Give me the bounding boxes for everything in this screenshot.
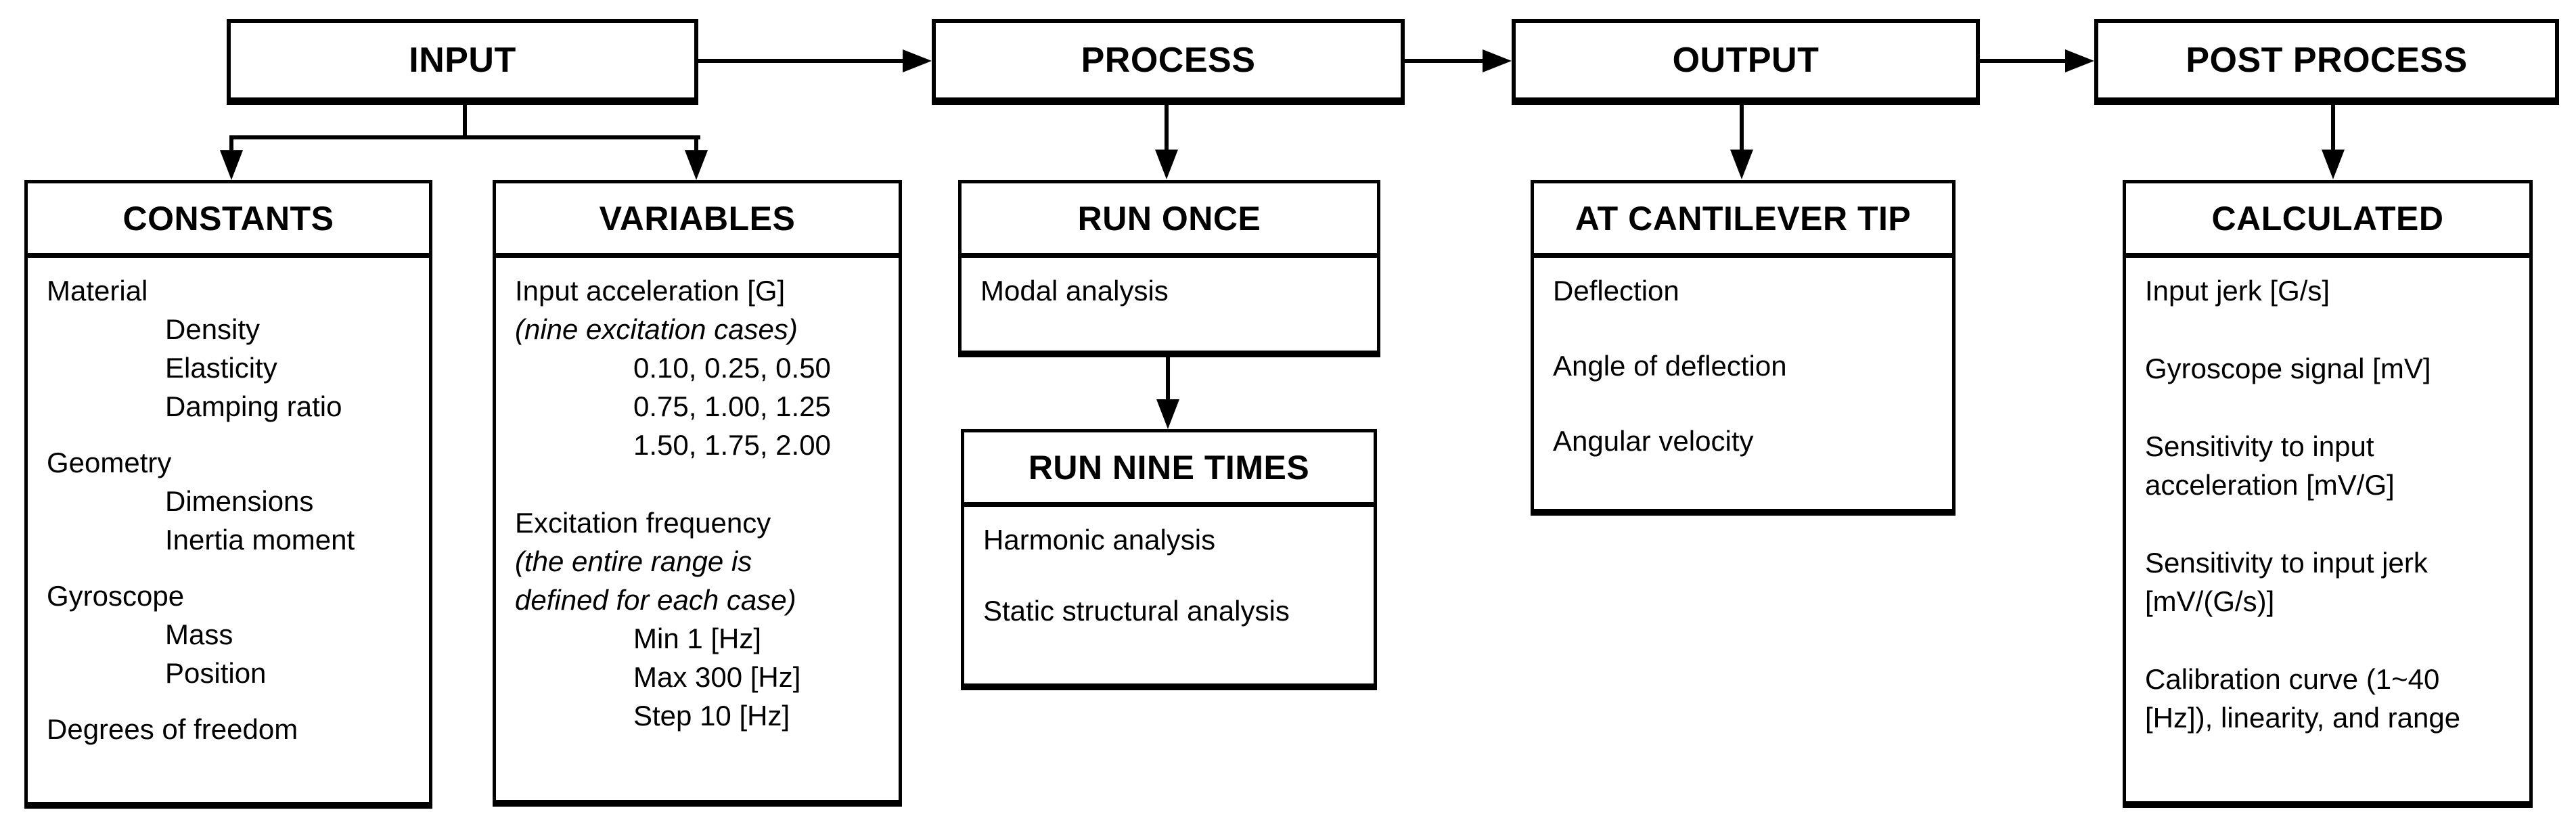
list-item: Sensitivity to input acceleration [mV/G] xyxy=(2145,430,2395,501)
group-heading: Gyroscope xyxy=(47,580,185,612)
list-item: Harmonic analysis xyxy=(983,524,1216,556)
list-item: Damping ratio xyxy=(165,390,342,422)
calculated-title: CALCULATED xyxy=(2126,183,2529,258)
post-process-stage-label: POST PROCESS xyxy=(2186,41,2468,80)
cantilever-tip-body: Deflection Angle of deflection Angular v… xyxy=(1534,258,1952,460)
constants-title: CONSTANTS xyxy=(28,183,429,258)
connector-line-post-down xyxy=(2331,105,2335,151)
list-item: Angular velocity xyxy=(1553,425,1754,457)
arrowhead-right-icon xyxy=(1483,49,1512,72)
arrowhead-down-icon xyxy=(1156,399,1179,429)
connector-line-output-post xyxy=(1980,59,2067,63)
list-item: Static structural analysis xyxy=(983,595,1290,627)
constants-group-geometry: Geometry Dimensions Inertia moment xyxy=(47,443,411,559)
list-item: Input jerk [G/s] xyxy=(2145,275,2330,307)
connector-line-process-down xyxy=(1165,105,1169,151)
acceleration-values: 0.10, 0.25, 0.50 0.75, 1.00, 1.25 1.50, … xyxy=(515,349,881,464)
arrowhead-right-icon xyxy=(903,49,932,72)
arrowhead-down-icon xyxy=(685,150,708,180)
constants-body: Material Density Elasticity Damping rati… xyxy=(28,258,429,748)
list-item: Inertia moment xyxy=(165,524,355,556)
acceleration-note: (nine excitation cases) xyxy=(515,313,798,345)
run-once-body: Modal analysis xyxy=(962,258,1377,310)
list-item: Position xyxy=(165,657,267,689)
list-item: Mass xyxy=(165,619,233,650)
variables-box: VARIABLES Input acceleration [G] (nine e… xyxy=(493,180,902,807)
process-stage-box: PROCESS xyxy=(932,19,1405,105)
connector-line-to-variables xyxy=(694,135,698,152)
frequency-note: (the entire range is xyxy=(515,545,752,577)
variables-body: Input acceleration [G] (nine excitation … xyxy=(496,258,899,735)
list-item: Max 300 [Hz] xyxy=(633,661,801,693)
frequency-values: Min 1 [Hz] Max 300 [Hz] Step 10 [Hz] xyxy=(515,619,881,735)
connector-line-to-constants xyxy=(229,135,233,152)
frequency-note: defined for each case) xyxy=(515,584,796,616)
run-nine-times-box: RUN NINE TIMES Harmonic analysis Static … xyxy=(961,429,1377,690)
connector-line-output-down xyxy=(1740,105,1744,151)
acceleration-label: Input acceleration [G] xyxy=(515,275,786,307)
arrowhead-down-icon xyxy=(1730,150,1753,179)
constants-box: CONSTANTS Material Density Elasticity Da… xyxy=(24,180,432,809)
output-stage-label: OUTPUT xyxy=(1672,41,1820,80)
calculated-body: Input jerk [G/s] Gyroscope signal [mV] S… xyxy=(2126,258,2529,737)
list-item: 0.75, 1.00, 1.25 xyxy=(633,390,831,422)
connector-line-input-process xyxy=(698,59,905,63)
list-item: 1.50, 1.75, 2.00 xyxy=(633,429,831,461)
post-process-stage-box: POST PROCESS xyxy=(2094,19,2559,105)
run-nine-times-body: Harmonic analysis Static structural anal… xyxy=(964,507,1374,630)
connector-line-process-output xyxy=(1405,59,1485,63)
output-stage-box: OUTPUT xyxy=(1512,19,1980,105)
cantilever-tip-box: AT CANTILEVER TIP Deflection Angle of de… xyxy=(1531,180,1956,516)
list-item: 0.10, 0.25, 0.50 xyxy=(633,352,831,384)
cantilever-tip-title: AT CANTILEVER TIP xyxy=(1534,183,1952,258)
list-item: Dimensions xyxy=(165,485,314,517)
connector-line-input-stem xyxy=(463,105,467,139)
arrowhead-down-icon xyxy=(2322,150,2345,179)
connector-line-input-tee xyxy=(229,135,700,139)
arrowhead-down-icon xyxy=(1155,150,1178,179)
list-item: Modal analysis xyxy=(980,275,1169,307)
list-item: Step 10 [Hz] xyxy=(633,700,790,732)
list-item: Min 1 [Hz] xyxy=(633,623,762,654)
list-item: Angle of deflection xyxy=(1553,350,1787,382)
calculated-box: CALCULATED Input jerk [G/s] Gyroscope si… xyxy=(2123,180,2533,808)
run-nine-times-title: RUN NINE TIMES xyxy=(964,432,1374,507)
list-item: Calibration curve (1~40 [Hz]), linearity… xyxy=(2145,663,2461,734)
input-stage-label: INPUT xyxy=(409,41,516,80)
arrowhead-right-icon xyxy=(2065,49,2094,72)
variables-title: VARIABLES xyxy=(496,183,899,258)
group-heading: Geometry xyxy=(47,447,172,478)
list-item: Density xyxy=(165,313,261,345)
process-stage-label: PROCESS xyxy=(1081,41,1256,80)
group-heading: Degrees of freedom xyxy=(47,713,298,745)
list-item: Elasticity xyxy=(165,352,277,384)
arrowhead-down-icon xyxy=(220,150,243,180)
group-heading: Material xyxy=(47,275,148,307)
run-once-title: RUN ONCE xyxy=(962,183,1377,258)
list-item: Sensitivity to input jerk [mV/(G/s)] xyxy=(2145,547,2428,617)
run-once-box: RUN ONCE Modal analysis xyxy=(958,180,1380,357)
input-stage-box: INPUT xyxy=(227,19,698,105)
frequency-label: Excitation frequency xyxy=(515,507,771,539)
constants-group-gyroscope: Gyroscope Mass Position xyxy=(47,577,411,692)
constants-group-dof: Degrees of freedom xyxy=(47,710,411,748)
list-item: Gyroscope signal [mV] xyxy=(2145,353,2431,384)
spacer xyxy=(515,464,881,503)
constants-group-material: Material Density Elasticity Damping rati… xyxy=(47,271,411,426)
list-item: Deflection xyxy=(1553,275,1679,307)
connector-line-runonce-runnine xyxy=(1166,357,1170,401)
